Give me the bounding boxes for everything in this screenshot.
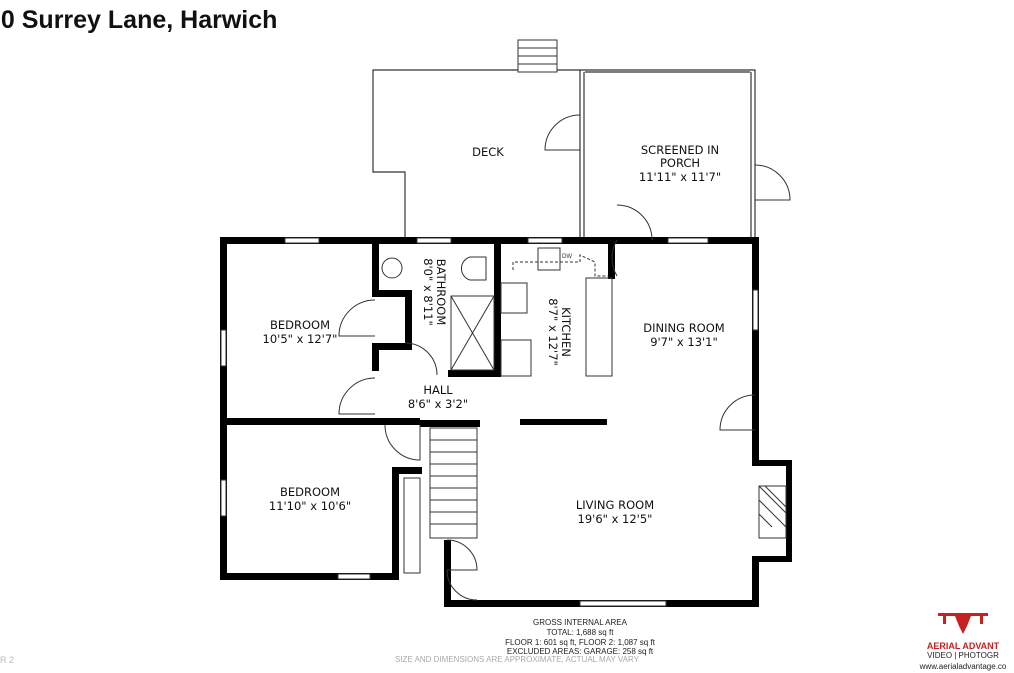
bedroom2-dims: 11'10" x 10'6" [269,499,351,513]
area-floors: FLOOR 1: 601 sq ft, FLOOR 2: 1,087 sq ft [505,638,655,647]
living-dims: 19'6" x 12'5" [578,512,653,526]
porch-label-2: PORCH [660,156,700,170]
interior-stairs [403,427,478,574]
dishwasher-label: DW [562,254,572,260]
bedroom1-label: BEDROOM [270,318,330,332]
porch-dims: 11'11" x 11'7" [639,170,721,184]
area-heading: GROSS INTERNAL AREA [533,618,627,627]
hall-label: HALL [423,383,453,397]
kitchen-label: KITCHEN [559,307,573,357]
walls [220,237,792,607]
area-excluded: EXCLUDED AREAS: GARAGE: 258 sq ft [506,647,654,656]
fixtures [381,247,613,377]
living-label: LIVING ROOM [576,498,654,512]
disclaimer: SIZE AND DIMENSIONS ARE APPROXIMATE, ACT… [395,655,639,664]
bedroom2-label: BEDROOM [280,485,340,499]
deck-label: DECK [472,145,504,159]
logo-subtitle: VIDEO | PHOTOGR [927,651,999,660]
deck-outline [372,69,756,240]
logo-website: www.aerialadvantage.co [919,662,1007,671]
dining-dims: 9'7" x 13'1" [650,335,718,349]
bathroom-dims: 8'0" x 8'11" [421,258,435,326]
drone-icon [938,613,988,634]
kitchen-dims: 8'7" x 12'7" [546,298,560,366]
hall-dims: 8'6" x 3'2" [408,397,468,411]
floor-label: R 2 [0,655,15,665]
deck-stairs [517,39,558,73]
doors [338,114,791,601]
porch-label: SCREENED IN [641,143,719,157]
bathroom-label: BATHROOM [434,259,448,326]
page-title: 20 Surrey Lane, Harwich [0,6,278,34]
area-total: TOTAL: 1,688 sq ft [546,628,614,637]
dining-label: DINING ROOM [643,321,724,335]
logo-brand: AERIAL ADVANT [926,641,1000,651]
windows [220,237,759,607]
fireplace [758,485,787,539]
bedroom1-dims: 10'5" x 12'7" [263,332,338,346]
company-logo: AERIAL ADVANT VIDEO | PHOTOGR www.aerial… [912,608,1014,671]
